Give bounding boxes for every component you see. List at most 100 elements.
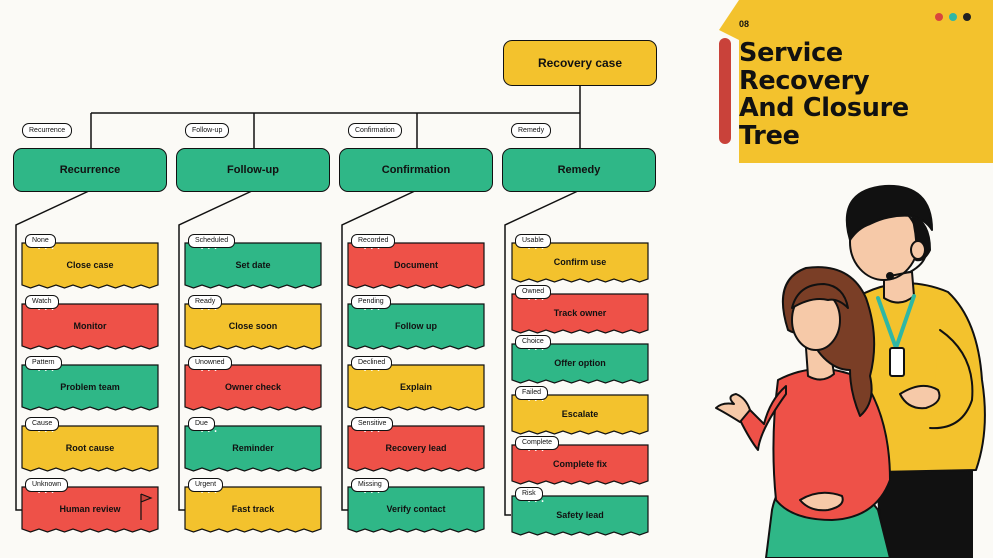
leaf-tag: None [25, 234, 56, 248]
leaf-label: Document [393, 260, 438, 270]
title-line: Recovery [739, 65, 870, 96]
leaf-node: • • • Explain [347, 364, 485, 411]
leaf-shape [511, 242, 649, 283]
leaf-shape [184, 425, 322, 472]
leaf-tag: Cause [25, 417, 60, 431]
leaf-shape [184, 486, 322, 533]
leaf-node: • • • Human review [21, 486, 159, 533]
leaf-dots-decoration: • • • [528, 498, 546, 505]
leaf-node: • • • Safety lead [511, 494, 649, 536]
leaf-node: • • • Fast track [184, 486, 322, 533]
title-line: Tree [739, 120, 800, 151]
leaf-dots-decoration: • • • [364, 246, 382, 252]
leaf-node: • • •Close case [21, 242, 159, 289]
leaf-dots-decoration: • • • [364, 307, 382, 313]
leaf-label: Escalate [561, 408, 599, 419]
header-dot-teal [949, 13, 957, 21]
leaf-tag: Choice [515, 335, 551, 349]
leaf-tag: Complete [515, 436, 559, 450]
branch-node-follow-up: Follow-up [176, 148, 330, 192]
leaf-label: Reminder [232, 443, 274, 453]
leaf-shape [347, 242, 485, 289]
leaf-tag: Ready [188, 295, 223, 309]
leaf-label: Human review [59, 504, 121, 514]
leaf-dots-decoration: • • • [528, 448, 546, 454]
leaf-shape [511, 393, 649, 435]
leaf-tag: Risk [515, 486, 543, 501]
leaf-label: Explain [399, 382, 432, 392]
leaf-label: Verify contact [386, 504, 446, 514]
leaf-dots-decoration: • • • [364, 429, 382, 435]
leaf-node: • • •Owner check [184, 364, 322, 411]
leaf-shape [21, 486, 159, 533]
root-label: Recovery case [537, 56, 623, 70]
branch-label: Remedy [557, 164, 601, 176]
title-accent-bar [719, 38, 731, 144]
leaf-node: • • • Close soon [184, 303, 322, 350]
leaf-label: Complete fix [552, 459, 607, 469]
leaf-shape [511, 444, 649, 485]
leaf-tag: Declined [351, 356, 393, 370]
leaf-node: • • • Document [347, 242, 485, 289]
leaf-shape [347, 425, 485, 472]
leaf-dots-decoration: • • • [528, 397, 546, 404]
branch-label: Recurrence [59, 164, 121, 176]
leaf-node: • • • Complete fix [511, 444, 649, 485]
leaf-tag: Recorded [351, 234, 396, 248]
leaf-tag: Pattern [25, 356, 62, 370]
header-dot-dark [963, 13, 971, 21]
header-dot-red [935, 13, 943, 21]
leaf-dots-decoration: • • • [201, 368, 219, 374]
leaf-tag: Scheduled [188, 234, 236, 248]
title-panel [719, 0, 993, 163]
leaf-dots-decoration: • • • [201, 490, 219, 496]
leaf-tag: Failed [515, 385, 549, 400]
leaf-dots-decoration: • • • [201, 429, 219, 435]
leaf-shape [184, 364, 322, 411]
leaf-dots-decoration: • • • [201, 307, 219, 313]
leaf-dots-decoration: • • • [38, 368, 56, 374]
support-people-illustration [715, 184, 986, 558]
leaf-tag: Owned [515, 284, 552, 299]
leaf-shape [511, 343, 649, 384]
leaf-node: • • •Offer option [511, 343, 649, 384]
leaf-tag: Due [188, 417, 215, 431]
leaf-label: Fast track [231, 504, 275, 514]
leaf-shape [347, 303, 485, 350]
root-node: Recovery case [503, 40, 657, 86]
branch-tag-remedy: Remedy [511, 123, 552, 138]
leaf-node: • • •Track owner [511, 292, 649, 334]
leaf-label: Problem team [60, 382, 120, 392]
branch-node-confirmation: Confirmation [339, 148, 493, 192]
leaf-label: Track owner [553, 307, 607, 318]
leaf-shape [184, 303, 322, 350]
leaf-shape [21, 242, 159, 289]
leaf-dots-decoration: • • • [38, 490, 56, 496]
leaf-node: • • •Monitor [21, 303, 159, 350]
leaf-tag: Usable [515, 234, 551, 248]
leaf-label: Recovery lead [385, 443, 447, 453]
leaf-dots-decoration: • • • [364, 368, 382, 374]
leaf-shape [511, 292, 649, 334]
title-line: Service [739, 38, 843, 68]
leaf-shape [21, 425, 159, 472]
leaf-label: Set date [235, 260, 271, 270]
branch-node-remedy: Remedy [502, 148, 656, 192]
leaf-label: Close soon [228, 321, 278, 331]
leaf-shape [511, 494, 649, 536]
slide-title: Service Recovery And Closure Tree [739, 38, 979, 151]
leaf-shape [21, 364, 159, 411]
leaf-label: Root cause [65, 443, 115, 453]
leaf-tag: Watch [25, 295, 59, 309]
leaf-dots-decoration: • • • [528, 347, 546, 353]
title-background [719, 0, 993, 163]
leaf-label: Safety lead [556, 509, 604, 520]
leaf-node: • • •Verify contact [347, 486, 485, 533]
leaf-node: • • • Reminder [184, 425, 322, 472]
leaf-shape [347, 364, 485, 411]
leaf-dots-decoration: • • • [38, 429, 56, 435]
slide-number: 08 [739, 19, 750, 29]
leaf-tag: Unknown [25, 478, 69, 492]
branch-tag-follow-up: Follow-up [185, 123, 230, 138]
